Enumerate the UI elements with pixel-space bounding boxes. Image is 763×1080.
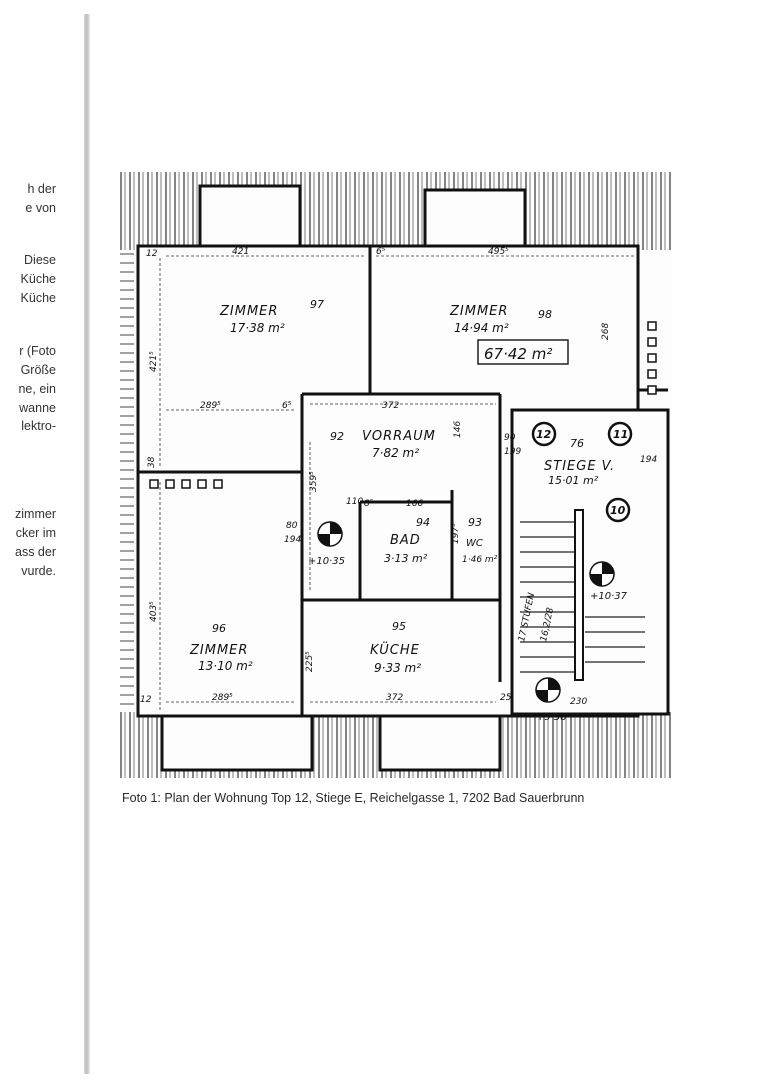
room-97-number: 97 bbox=[310, 298, 324, 311]
dimension-label: 6⁵ bbox=[376, 247, 386, 257]
dimension-label: 6⁵ bbox=[282, 401, 292, 411]
room-93-number: 93 bbox=[468, 516, 482, 529]
room-94-area: 3·13 m² bbox=[384, 552, 428, 565]
total-area: 67·42 m² bbox=[484, 345, 552, 363]
text-fragment: h der bbox=[27, 182, 57, 196]
room-95-number: 95 bbox=[392, 620, 406, 633]
left-facade-hatching bbox=[120, 250, 134, 712]
dimension-label: 289⁵ bbox=[212, 693, 233, 703]
room-95-area: 9·33 m² bbox=[374, 661, 421, 675]
number-circle: 11 bbox=[607, 421, 633, 447]
dimension-label: 372 bbox=[386, 693, 403, 703]
room-97-area: 17·38 m² bbox=[230, 321, 285, 335]
vent-squares bbox=[149, 321, 657, 489]
dimension-label: 110 bbox=[346, 497, 363, 507]
room-93-label: WC bbox=[466, 538, 483, 549]
room-92-label: VORRAUM bbox=[362, 429, 436, 444]
room-97-label: ZIMMER bbox=[219, 304, 278, 319]
number-circle: 10 bbox=[605, 497, 631, 523]
room-94-number: 94 bbox=[416, 516, 430, 529]
room-98-area: 14·94 m² bbox=[454, 321, 509, 335]
survey-marker bbox=[589, 561, 615, 587]
dimension-label: 403⁵ bbox=[149, 601, 159, 622]
svg-text:10: 10 bbox=[610, 504, 626, 517]
floor-plan-image: ZIMMER 97 17·38 m² ZIMMER 98 14·94 m² 67… bbox=[120, 172, 672, 778]
dimension-label: 38 bbox=[147, 456, 157, 468]
dimension-label: 495⁵ bbox=[488, 247, 509, 257]
survey-marker bbox=[535, 677, 561, 703]
room-98-number: 98 bbox=[538, 308, 552, 321]
room-76-label: STIEGE V. bbox=[544, 459, 615, 474]
text-fragment: Diese bbox=[24, 253, 56, 267]
text-fragment: ne, ein bbox=[18, 382, 56, 396]
survey-marker bbox=[317, 521, 343, 547]
dimension-label: 268 bbox=[601, 323, 611, 340]
dimension-label: 372 bbox=[382, 401, 399, 411]
dimension-label: 199 bbox=[504, 447, 521, 457]
level-mark: +9·38⁵ bbox=[536, 712, 571, 723]
text-fragment: ass der bbox=[15, 545, 56, 559]
dimension-label: 80 bbox=[286, 521, 298, 531]
svg-text:11: 11 bbox=[613, 428, 628, 441]
figure-caption: Foto 1: Plan der Wohnung Top 12, Stiege … bbox=[122, 791, 585, 805]
room-92-area: 7·82 m² bbox=[372, 446, 419, 460]
room-96-area: 13·10 m² bbox=[198, 659, 253, 673]
level-mark: +10·35 bbox=[308, 556, 345, 567]
room-96-number: 96 bbox=[212, 622, 226, 635]
text-fragment: Küche bbox=[20, 272, 56, 286]
dimension-label: 197⁵ bbox=[451, 523, 461, 544]
dimension-label: 25 bbox=[500, 693, 512, 703]
text-fragment: cker im bbox=[15, 526, 56, 540]
number-circle: 12 bbox=[531, 421, 557, 447]
dimension-label: 146 bbox=[453, 421, 463, 438]
total-area-box bbox=[477, 339, 569, 365]
page-fold-shadow bbox=[84, 14, 90, 1074]
room-93-area: 1·46 m² bbox=[462, 555, 498, 565]
room-76-number: 76 bbox=[570, 437, 584, 450]
text-fragment: Größe bbox=[20, 363, 56, 377]
room-94-label: BAD bbox=[390, 533, 421, 548]
room-76-area: 15·01 m² bbox=[548, 474, 599, 487]
dimension-label: 12 bbox=[140, 695, 152, 705]
dimension-label: 194 bbox=[284, 535, 301, 545]
floor-plan-drawing: ZIMMER 97 17·38 m² ZIMMER 98 14·94 m² 67… bbox=[120, 172, 672, 778]
room-95-label: KÜCHE bbox=[370, 641, 420, 658]
text-fragment: vurde. bbox=[21, 564, 56, 578]
dimension-label: 421⁵ bbox=[149, 351, 159, 372]
room-92-number: 92 bbox=[330, 430, 344, 443]
dimension-label: 289⁵ bbox=[200, 401, 221, 411]
dimension-label: 359⁵ bbox=[309, 471, 319, 492]
text-fragment: r (Foto bbox=[19, 344, 56, 358]
text-fragment: Küche bbox=[20, 291, 56, 305]
svg-text:12: 12 bbox=[536, 428, 552, 441]
text-fragment: e von bbox=[25, 201, 56, 215]
dimension-label: 230 bbox=[570, 697, 587, 707]
dimension-label: 8⁵ bbox=[364, 499, 374, 509]
staircase-block bbox=[510, 408, 670, 716]
left-page-text-fragments: h der e von Diese Küche Küche r (Foto Gr… bbox=[0, 0, 84, 1080]
dimension-label: 166 bbox=[406, 499, 423, 509]
room-98-label: ZIMMER bbox=[449, 304, 508, 319]
dimension-label: 421 bbox=[232, 247, 249, 257]
dimension-label: 12 bbox=[146, 249, 158, 259]
dimension-label: 225⁵ bbox=[305, 651, 315, 672]
dimension-label: 194 bbox=[640, 455, 657, 465]
dimension-label: 90 bbox=[504, 433, 516, 443]
room-96-label: ZIMMER bbox=[189, 643, 248, 658]
text-fragment: wanne bbox=[19, 401, 56, 415]
level-mark: +10·37 bbox=[590, 591, 628, 602]
text-fragment: lektro- bbox=[21, 419, 56, 433]
text-fragment: zimmer bbox=[15, 507, 56, 521]
